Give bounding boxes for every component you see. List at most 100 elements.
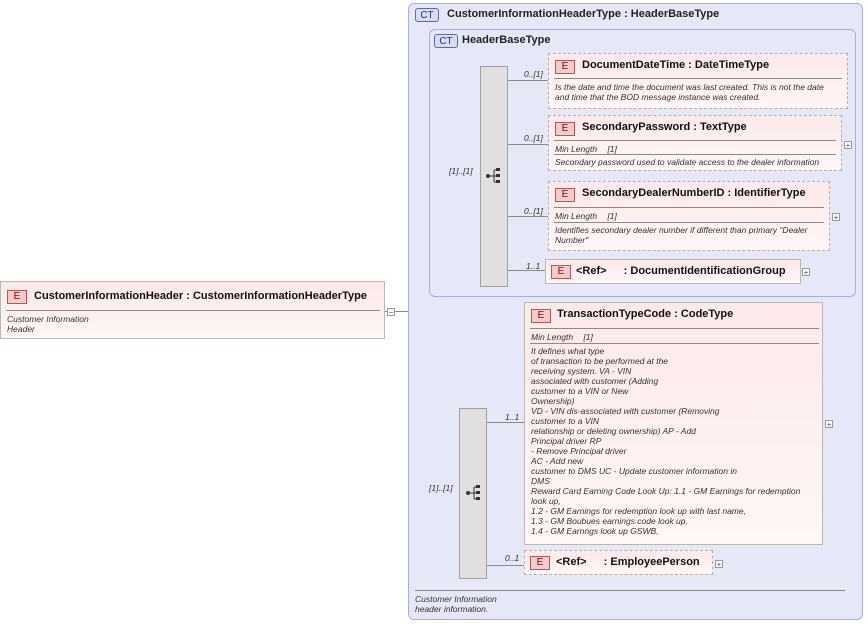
- element-badge: E: [551, 265, 571, 279]
- element-badge: E: [555, 188, 575, 202]
- type-separator: :: [603, 556, 611, 568]
- element-badge: E: [7, 290, 27, 304]
- element-type: DateTimeType: [694, 59, 770, 71]
- sequence-icon: [486, 168, 500, 183]
- divider: [554, 140, 836, 141]
- divider: [6, 310, 380, 311]
- element-name: SecondaryDealerNumberID: [582, 187, 725, 199]
- expand-icon[interactable]: +: [715, 560, 723, 569]
- element-type: TextType: [700, 121, 747, 133]
- doc-line: receiving system. VA - VIN: [531, 366, 632, 376]
- doc-line: header information.: [415, 604, 489, 614]
- divider: [554, 154, 836, 155]
- element-title: SecondaryDealerNumberID : IdentifierType: [582, 187, 806, 199]
- element-name: <Ref>: [576, 265, 607, 277]
- cardinality: [1]..[1]: [449, 166, 473, 176]
- doc-line: Is the date and time the document was la…: [555, 82, 824, 92]
- cardinality: 1..1: [526, 261, 541, 271]
- complex-type-badge: CT: [434, 34, 458, 48]
- type-separator: :: [674, 308, 681, 320]
- doc-line: Customer Information: [415, 594, 497, 604]
- element-title: TransactionTypeCode : CodeType: [557, 308, 733, 320]
- element-ref-employee-person[interactable]: E <Ref> : EmployeePerson +: [524, 550, 723, 575]
- element-secondary-password[interactable]: E SecondaryPassword : TextType Min Lengt…: [548, 115, 852, 171]
- outer-type-doc: Customer Information header information.: [415, 594, 497, 614]
- element-name: TransactionTypeCode: [557, 308, 672, 320]
- doc-line: of transaction to be performed at the: [531, 356, 669, 366]
- element-doc: Secondary password used to validate acce…: [555, 157, 820, 167]
- doc-line: customer to a VIN or New: [531, 386, 629, 396]
- child-connector: [508, 216, 548, 217]
- outer-type-name: CustomerInformationHeaderType: [447, 8, 621, 20]
- doc-line: Principal driver RP: [531, 436, 602, 446]
- element-type: IdentifierType: [734, 187, 806, 199]
- child-connector: [508, 270, 545, 271]
- element-name: SecondaryPassword: [582, 121, 691, 133]
- doc-line: Reward Card Earning Code Look Up: 1.1 - …: [531, 486, 801, 496]
- child-connector: [487, 422, 524, 423]
- child-connector: [508, 80, 548, 81]
- doc-line: 1.4 - GM Earnngs look up GSWB,: [531, 526, 659, 536]
- element-name: DocumentDateTime: [582, 59, 686, 71]
- child-connector: [487, 565, 524, 566]
- doc-line: - Remove Principal driver: [531, 446, 627, 456]
- divider: [530, 343, 819, 344]
- element-secondary-dealer-number-id[interactable]: E SecondaryDealerNumberID : IdentifierTy…: [548, 181, 840, 251]
- element-badge: E: [530, 556, 550, 570]
- expand-icon[interactable]: +: [844, 141, 852, 150]
- inner-type-name: HeaderBaseType: [462, 34, 551, 46]
- type-separator: :: [624, 8, 631, 20]
- cardinality: 1..1: [505, 412, 520, 422]
- doc-line: customer to a VIN: [531, 416, 600, 426]
- type-separator: :: [186, 290, 193, 302]
- doc-line: Identifies secondary dealer number if di…: [555, 225, 808, 235]
- root-connector: [384, 311, 420, 312]
- doc-line: Header: [7, 324, 35, 334]
- element-type: DocumentIdentificationGroup: [630, 265, 786, 277]
- element-document-date-time[interactable]: E DocumentDateTime : DateTimeType Is the…: [548, 53, 848, 109]
- facet-row: Min Length [1]: [531, 332, 593, 342]
- doc-line: AC - Add new: [531, 456, 584, 466]
- element-title: <Ref> : EmployeePerson: [556, 556, 700, 568]
- expand-icon[interactable]: +: [825, 420, 833, 429]
- element-name: <Ref>: [556, 556, 587, 568]
- divider: [554, 207, 824, 208]
- facet-label: Min Length: [555, 211, 598, 221]
- element-doc: Is the date and time the document was la…: [555, 82, 824, 102]
- expand-icon[interactable]: +: [802, 268, 810, 277]
- outer-type-base: HeaderBaseType: [630, 8, 720, 20]
- facet-value: [1]: [607, 211, 617, 221]
- element-transaction-type-code[interactable]: E TransactionTypeCode : CodeType Min Len…: [524, 302, 833, 545]
- cardinality: 0..1: [505, 553, 520, 563]
- type-separator: :: [688, 59, 695, 71]
- type-separator: :: [727, 187, 735, 199]
- element-badge: E: [555, 122, 575, 136]
- cardinality: 0..[1]: [524, 69, 543, 79]
- expand-icon[interactable]: +: [832, 213, 840, 222]
- doc-line: Ownership): [531, 396, 575, 406]
- element-badge: E: [531, 309, 551, 323]
- collapse-icon[interactable]: −: [387, 308, 395, 317]
- facet-value: [1]: [607, 144, 617, 154]
- doc-line: VD - VIN dis-associated with customer (R…: [531, 406, 720, 416]
- root-element-box[interactable]: E CustomerInformationHeader : CustomerIn…: [0, 281, 395, 339]
- type-separator: :: [623, 265, 631, 277]
- facet-label: Min Length: [531, 332, 574, 342]
- doc-line: associated with customer (Adding: [531, 376, 659, 386]
- element-title: <Ref> : DocumentIdentificationGroup: [576, 265, 786, 277]
- divider: [530, 328, 819, 329]
- complex-type-badge: CT: [415, 8, 439, 22]
- element-ref-document-identification-group[interactable]: E <Ref> : DocumentIdentificationGroup +: [545, 259, 810, 284]
- doc-line: 1.2 - GM Earnings for redemption look up…: [531, 506, 746, 516]
- cardinality: 0..[1]: [524, 206, 543, 216]
- doc-line: and time that the BOD message instance w…: [555, 92, 761, 102]
- sequence-icon: [466, 485, 480, 500]
- doc-line: 1.3 - GM Boubues earnings code look up,: [531, 516, 688, 526]
- sequence-compositor[interactable]: [459, 408, 487, 579]
- element-type: EmployeePerson: [610, 556, 700, 568]
- root-element-title: CustomerInformationHeader : CustomerInfo…: [34, 290, 367, 302]
- cardinality: [1]..[1]: [429, 483, 453, 493]
- doc-line: relationship or deleting ownership) AP -…: [531, 426, 696, 436]
- outer-type-title: CustomerInformationHeaderType : HeaderBa…: [447, 8, 719, 20]
- facet-value: [1]: [583, 332, 593, 342]
